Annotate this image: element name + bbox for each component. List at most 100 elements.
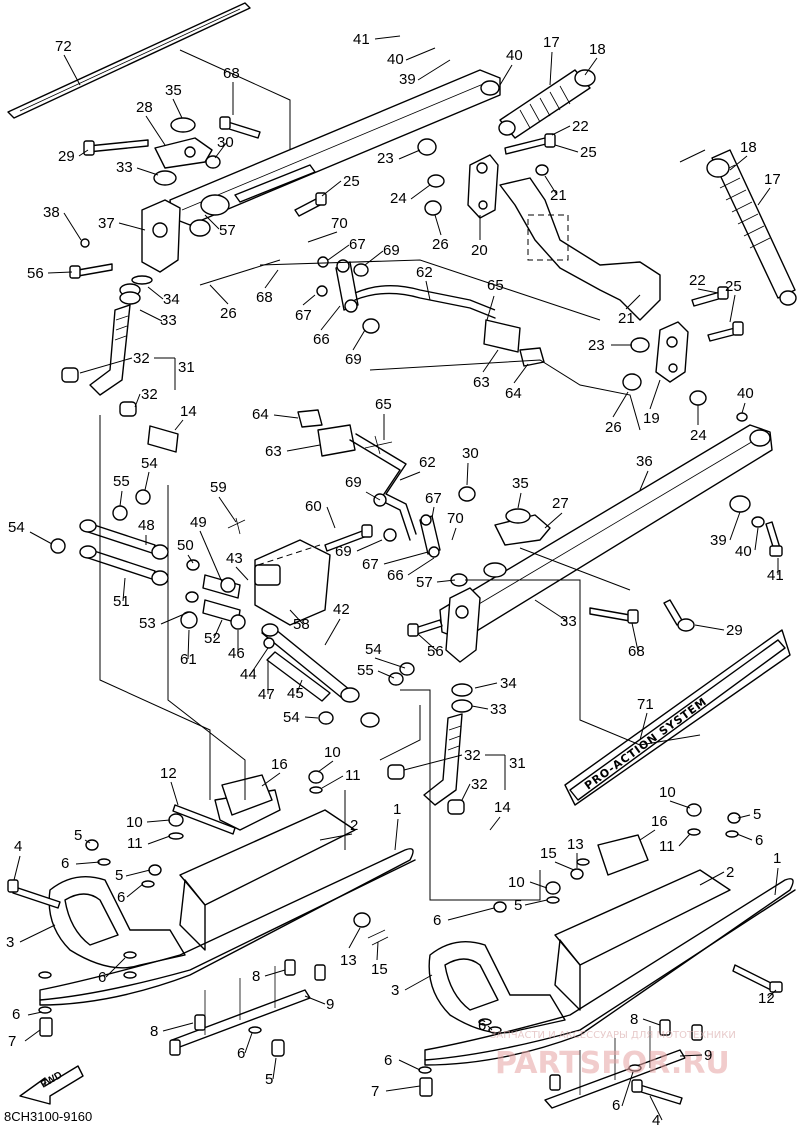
callout-24: 24 [690,427,707,444]
callout-54: 54 [8,519,25,536]
callout-63: 63 [473,374,490,391]
leader-lines [13,35,779,1121]
callout-23: 23 [377,150,394,167]
callout-34: 34 [163,291,180,308]
callout-5: 5 [74,827,82,844]
callout-67: 67 [362,556,379,573]
callout-29: 29 [58,148,75,165]
callout-29: 29 [726,622,743,639]
callout-3: 3 [6,934,14,951]
callout-42: 42 [333,601,350,618]
callout-5: 5 [753,806,761,823]
lower-arms-left [50,425,415,728]
callout-2: 2 [726,864,734,881]
callout-34: 34 [500,675,517,692]
callout-36: 36 [636,453,653,470]
bracket-20 [467,154,661,321]
callout-55: 55 [357,662,374,679]
callout-52: 52 [204,630,221,647]
callout-54: 54 [141,455,158,472]
callout-15: 15 [371,961,388,978]
callout-8: 8 [150,1023,158,1040]
callout-35: 35 [512,475,529,492]
callout-66: 66 [313,331,330,348]
callout-32: 32 [464,747,481,764]
callout-65: 65 [487,277,504,294]
callout-40: 40 [387,51,404,68]
callout-65: 65 [375,396,392,413]
callout-33: 33 [560,613,577,630]
callout-6: 6 [433,912,441,929]
callout-33: 33 [160,312,177,329]
watermark: ЗАПЧАСТИ И АКСЕССУАРЫ ДЛЯ МОТОТЕХНИКИ PA… [490,1030,736,1081]
callout-64: 64 [505,385,522,402]
callout-39: 39 [710,532,727,549]
callout-33: 33 [116,159,133,176]
callout-11: 11 [345,767,361,784]
callout-32: 32 [141,386,158,403]
callout-6: 6 [117,889,125,906]
callout-64: 64 [252,406,269,423]
callout-68: 68 [256,289,273,306]
callout-26: 26 [220,305,237,322]
callout-26: 26 [605,419,622,436]
callout-31: 31 [178,359,195,376]
callout-62: 62 [419,454,436,471]
callout-26: 26 [432,236,449,253]
callout-44: 44 [240,666,257,683]
shock-absorber-right [679,149,797,306]
callout-20: 20 [471,242,488,259]
bracket-19 [622,286,748,422]
callout-37: 37 [98,215,115,232]
callout-14: 14 [494,799,511,816]
callout-40: 40 [506,47,523,64]
callout-60: 60 [305,498,322,515]
callout-6: 6 [237,1045,245,1062]
center-mount [202,517,331,630]
callout-21: 21 [550,187,567,204]
callout-21: 21 [618,310,635,327]
callout-7: 7 [8,1033,16,1050]
upper-arm-right [407,424,783,663]
callout-16: 16 [651,813,668,830]
callout-68: 68 [223,65,240,82]
callout-4: 4 [652,1112,660,1126]
callout-46: 46 [228,645,245,662]
callout-10: 10 [659,784,676,801]
callout-18: 18 [589,41,606,58]
callout-3: 3 [391,982,399,999]
diagram-code: 8CH3100-9160 [4,1109,92,1124]
callout-5: 5 [265,1071,273,1088]
callout-63: 63 [265,443,282,460]
callout-72: 72 [55,38,72,55]
watermark-site: PARTSFOR.RU [495,1046,730,1081]
callout-50: 50 [177,537,194,554]
callout-32: 32 [471,776,488,793]
callout-30: 30 [217,134,234,151]
callout-6: 6 [755,832,763,849]
callout-53: 53 [139,615,156,632]
callout-4: 4 [14,838,22,855]
callout-17: 17 [543,34,560,51]
callout-66: 66 [387,567,404,584]
callout-19: 19 [643,410,660,427]
callout-62: 62 [416,264,433,281]
callout-1: 1 [393,801,401,818]
callout-27: 27 [552,495,569,512]
callout-67: 67 [295,307,312,324]
callout-45: 45 [287,685,304,702]
callout-41: 41 [353,31,370,48]
callout-23: 23 [588,337,605,354]
callout-69: 69 [335,543,352,560]
watermark-tagline: ЗАПЧАСТИ И АКСЕССУАРЫ ДЛЯ МОТОТЕХНИКИ [490,1030,736,1041]
ski-right [418,803,796,1109]
callout-40: 40 [735,543,752,560]
callout-17: 17 [764,171,781,188]
callout-67: 67 [425,490,442,507]
callout-43: 43 [226,550,243,567]
callout-49: 49 [190,514,207,531]
callout-25: 25 [725,278,742,295]
callout-55: 55 [113,473,130,490]
callout-70: 70 [331,215,348,232]
